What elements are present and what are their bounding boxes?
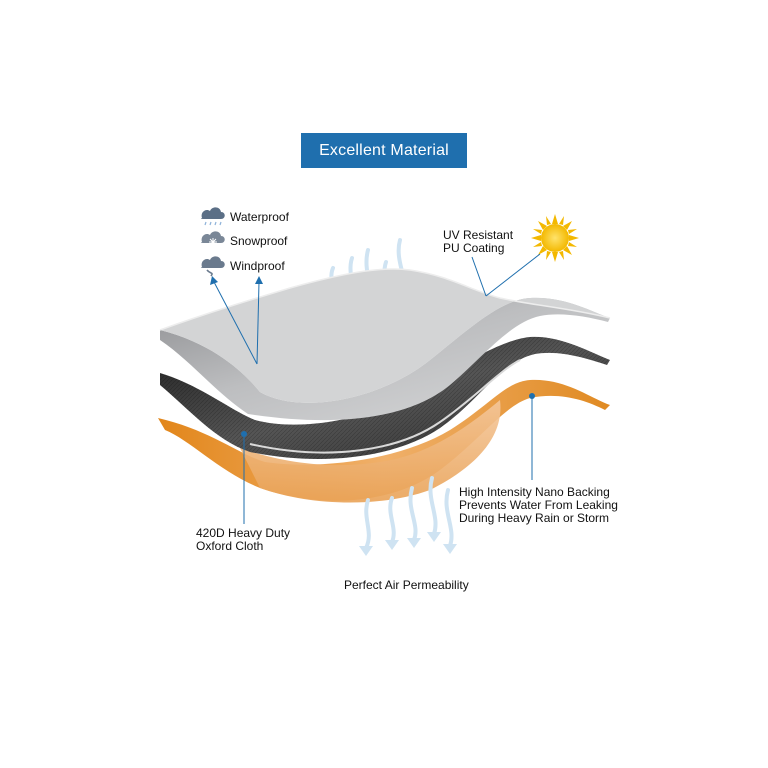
snow-cloud-icon	[200, 231, 225, 246]
rain-cloud-icon	[200, 207, 225, 226]
wind-cloud-icon	[200, 256, 225, 277]
sun-icon	[531, 214, 579, 262]
uv-callout-line-2: PU Coating	[443, 241, 505, 255]
page-title: Excellent Material	[301, 133, 467, 168]
oxford-callout-line-2: Oxford Cloth	[196, 539, 264, 553]
uv-callout-line-1: UV Resistant	[443, 228, 514, 242]
airflow-exit-arrowheads	[359, 532, 457, 556]
airflow-exit-arrows	[364, 476, 454, 550]
legend-snowproof-label: Snowproof	[230, 234, 288, 248]
nano-backing-layer	[160, 336, 610, 459]
leader-lines	[213, 253, 541, 524]
legend-windproof-label: Windproof	[230, 259, 285, 273]
oxford-callout: 420D Heavy Duty Oxford Cloth	[196, 527, 290, 553]
pu-coating-layer	[159, 268, 611, 421]
nano-callout: High Intensity Nano Backing Prevents Wat…	[459, 486, 618, 525]
leader-dots	[241, 393, 535, 437]
legend-waterproof-label: Waterproof	[230, 210, 289, 224]
air-permeability-label: Perfect Air Permeability	[344, 578, 469, 592]
oxford-callout-line-1: 420D Heavy Duty	[196, 526, 291, 540]
nano-callout-line-1: High Intensity Nano Backing	[459, 485, 610, 499]
uv-callout: UV Resistant PU Coating	[443, 229, 513, 255]
nano-callout-line-2: Prevents Water From Leaking	[459, 498, 618, 512]
oxford-cloth-layer	[158, 379, 610, 503]
nano-callout-line-3: During Heavy Rain or Storm	[459, 511, 610, 525]
leader-arrowheads	[210, 276, 263, 285]
